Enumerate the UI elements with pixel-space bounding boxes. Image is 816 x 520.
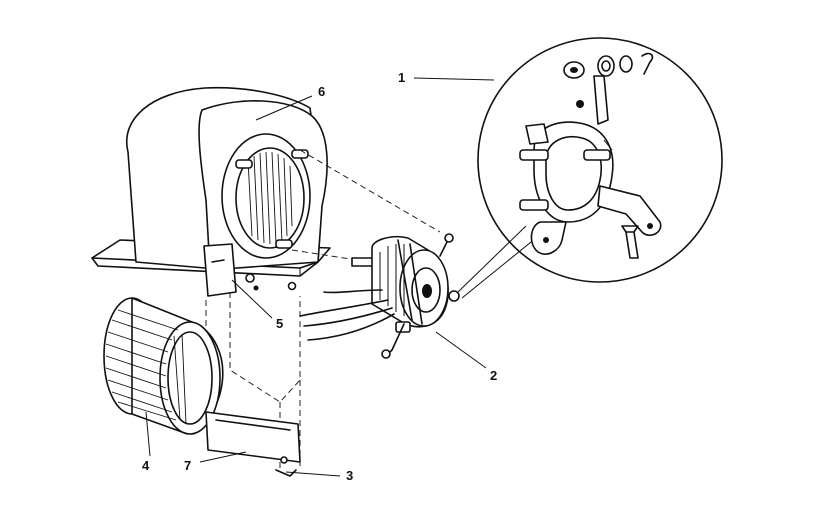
inlet-wheel-vanes [247,151,293,245]
blower-wheel [103,297,224,435]
callout-1: 1 [398,70,405,85]
cutoff-plate [205,411,301,477]
callout-3: 3 [346,468,353,483]
callout-6: 6 [318,84,325,99]
callout-7: 7 [184,458,191,473]
wheel-blades [105,309,187,425]
motor-mount-detail [457,37,723,299]
callout-5: 5 [276,316,283,331]
callout-leaders [145,77,495,477]
callout-labels: 1 2 3 4 5 6 7 [142,70,497,483]
blower-housing [91,86,331,297]
callout-2: 2 [490,368,497,383]
blower-motor [299,233,460,359]
callout-4: 4 [142,458,150,473]
